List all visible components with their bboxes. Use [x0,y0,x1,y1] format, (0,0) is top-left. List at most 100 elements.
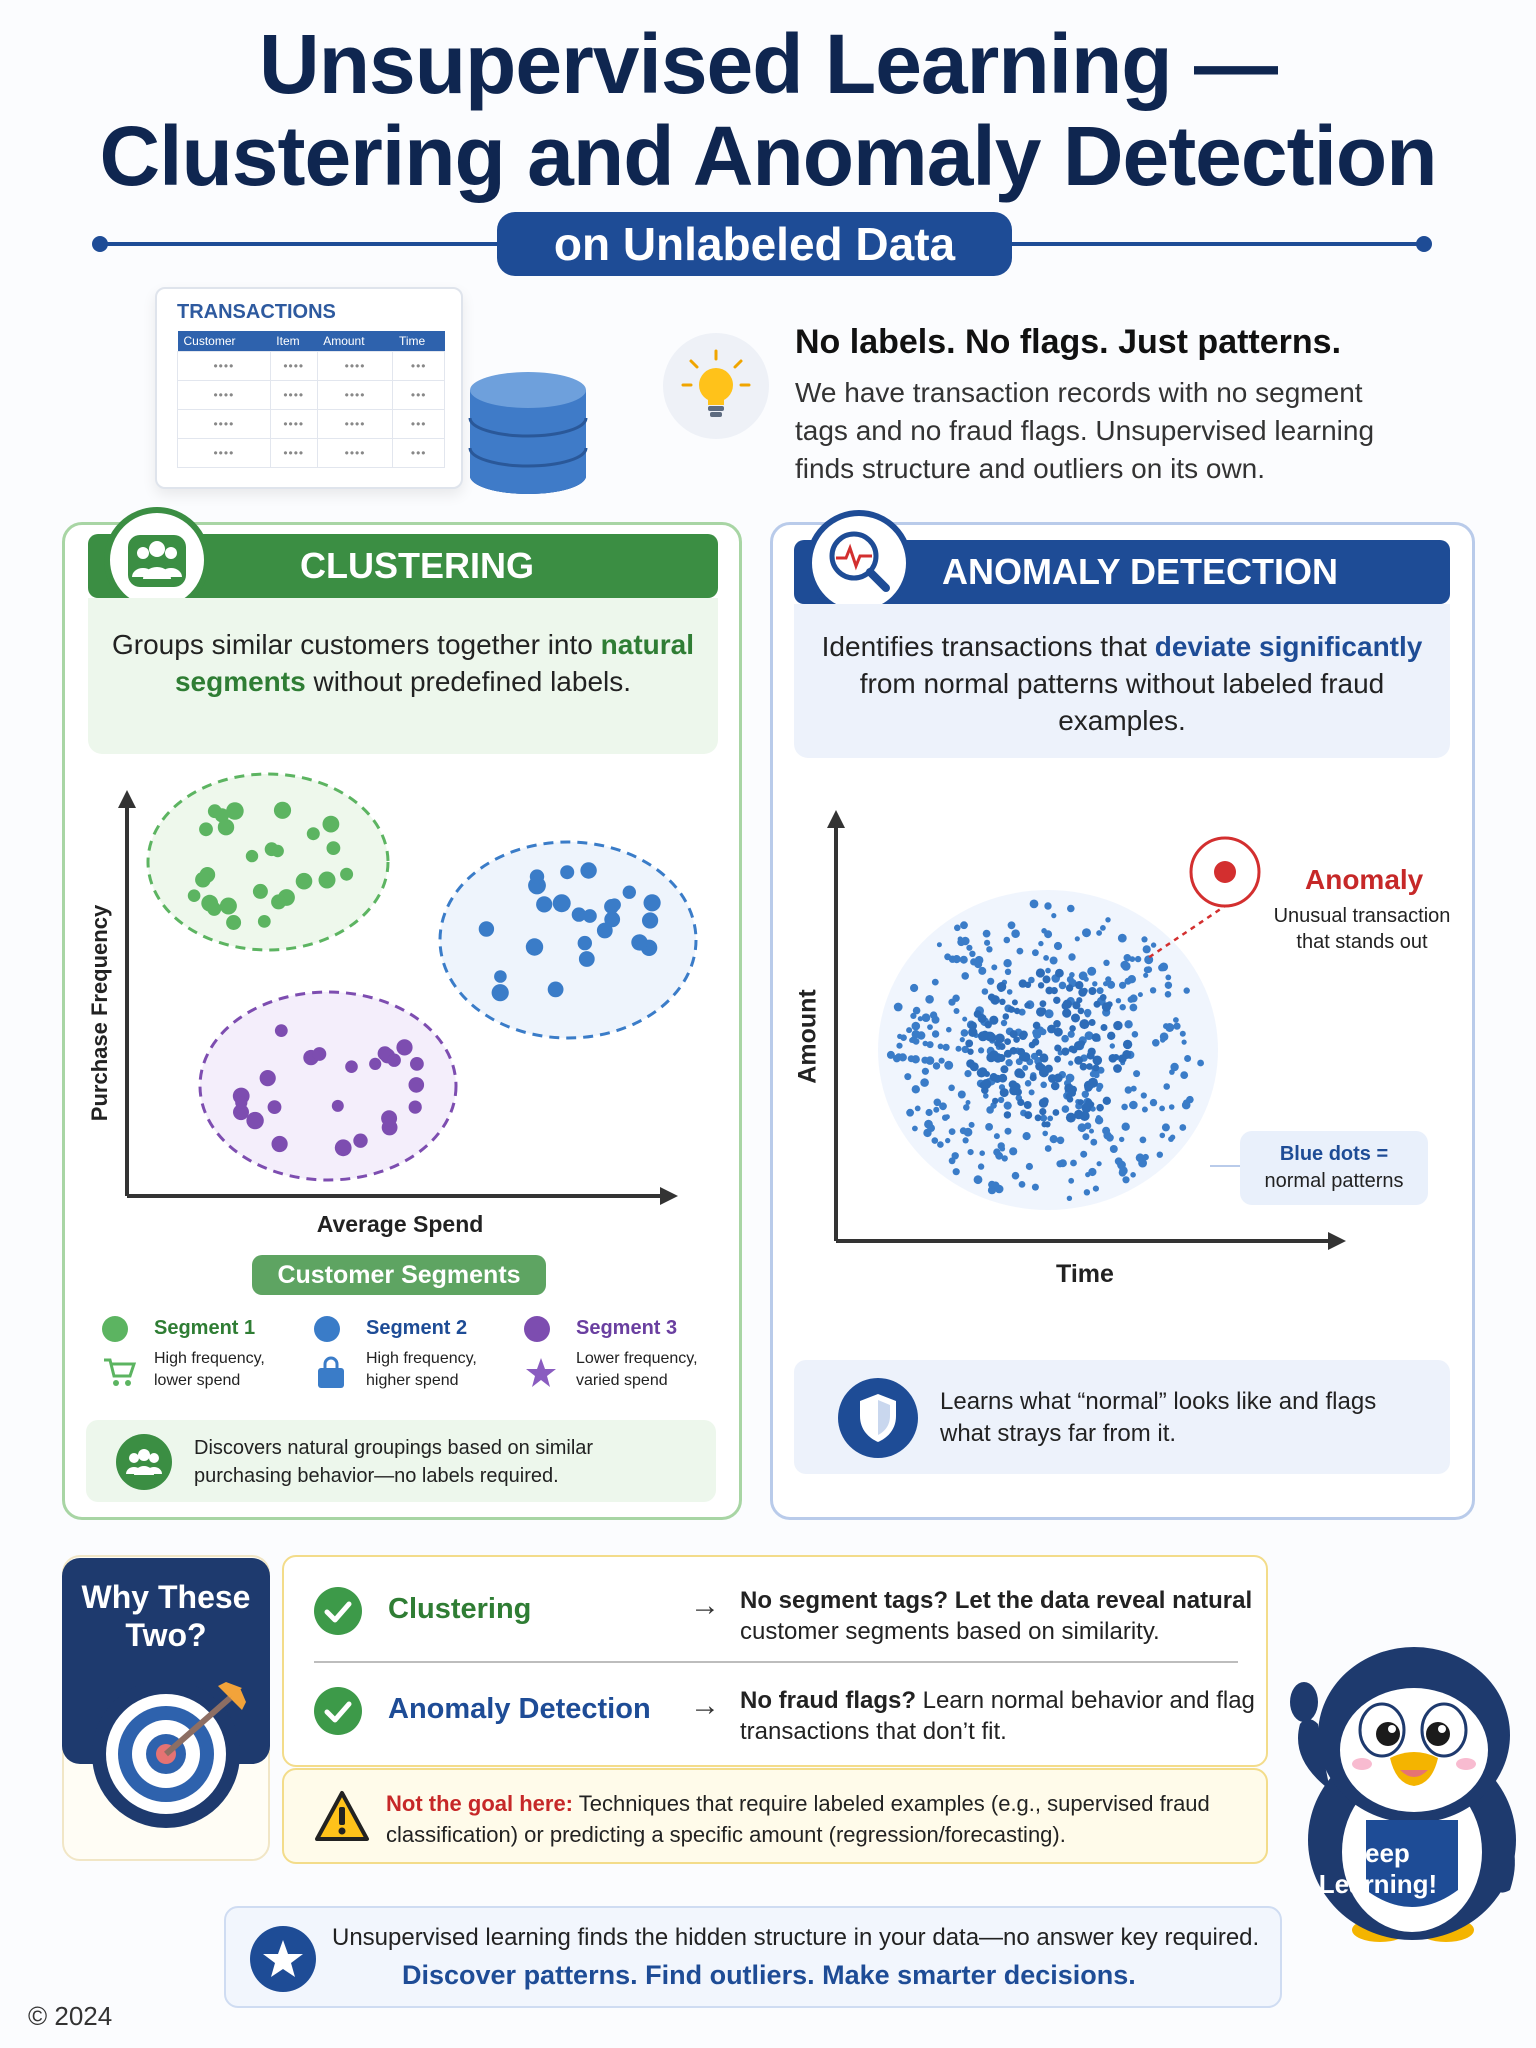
bag-icon [318,1356,344,1388]
table-header: Customer [177,331,271,351]
cart-icon [104,1358,136,1386]
y-axis-holder: Purchase Frequency [80,905,120,1121]
segment-name: Segment 3 [576,1317,678,1339]
comparison-text: No fraud flags? Learn normal behavior an… [740,1685,1280,1747]
subtitle-pill: on Unlabeled Data [497,212,1012,276]
table-cell: ••• [392,350,445,381]
table-row: •••• •••• •••• ••• [177,408,445,439]
table-cell: •••• [269,350,318,381]
transactions-table: Customer Item Amount Time •••• •••• ••••… [177,331,445,468]
target-icon [92,1680,246,1828]
table-cell: •••• [177,350,271,381]
segment-desc: High frequency, higher spend [366,1348,477,1392]
segment-desc-line: lower spend [154,1372,241,1389]
table-cell: •••• [177,408,271,439]
legend-bold: Blue dots = [1279,1143,1389,1165]
desc-highlight: deviate significantly [1154,631,1423,662]
segment-desc-line: higher spend [366,1372,459,1389]
table-cell: •••• [316,350,394,381]
rule-dot-left [92,236,108,252]
y-axis-label: Purchase Frequency [87,904,112,1122]
desc-text: without predefined labels. [305,666,632,697]
desc-text: Groups similar customers together into [112,629,601,660]
comparison-label: Clustering [388,1593,532,1625]
arrow-icon: → [690,1689,720,1722]
star-badge [250,1926,316,1992]
segment-desc-line: varied spend [576,1372,668,1389]
anomaly-desc: Unusual transaction that stands out [1273,905,1451,953]
title-line-1: Unsupervised Learning — [259,17,1278,111]
x-axis-label: Time [1056,1260,1114,1288]
warning-icon [315,1791,369,1841]
comparison-row-clustering: Clustering → No segment tags? Let the da… [314,1579,1254,1645]
arrow-icon: → [690,1589,720,1622]
table-cell: •••• [177,379,271,410]
desc-text: Identifies transactions that [821,631,1155,662]
anomaly-label: Anomaly [1305,864,1424,895]
table-cell: ••• [392,408,445,439]
star-icon [263,1940,303,1977]
rule-dot-right [1416,236,1432,252]
intro-heading: No labels. No flags. Just patterns. [795,323,1342,361]
penguin-mascot [1290,1647,1516,1942]
anomaly-badge [806,510,912,616]
table-row: •••• •••• •••• ••• [177,350,445,381]
people-group-icon [128,535,186,587]
check-icon [314,1587,362,1635]
table-header: Amount [317,331,393,351]
footnote-text: Learns what “normal” looks like and flag… [940,1388,1377,1447]
star-icon [526,1358,556,1387]
transactions-table-card: TRANSACTIONS Customer Item Amount Time •… [155,287,463,489]
comparison-row-anomaly: Anomaly Detection → No fraud flags? Lear… [314,1679,1255,1745]
keep-learning-badge: Keep Learning! [1318,1838,1438,1899]
clustering-footnote: Discovers natural groupings based on sim… [86,1420,716,1502]
warning-text: Not the goal here: Techniques that requi… [386,1788,1256,1850]
warning-bold: Not the goal here: [386,1791,574,1816]
magnifier-pulse-icon [829,531,890,592]
database-icon [468,372,588,494]
copyright: © 2024 [28,2001,113,2031]
comparison-rest: Learn normal behavior and flag transacti… [740,1687,1255,1745]
comparison-bold: No segment tags? Let the data reveal nat… [740,1587,1253,1614]
comparison-text: No segment tags? Let the data reveal nat… [740,1585,1280,1647]
check-icon [314,1687,362,1735]
table-row: •••• •••• •••• ••• [177,437,445,468]
segment-desc-line: High frequency, [366,1350,477,1367]
bulb-badge [663,333,769,439]
page-title: Unsupervised Learning — Clustering and A… [0,18,1536,202]
anomaly-description: Identifies transactions that deviate sig… [794,604,1450,758]
lightbulb-icon [681,349,751,417]
warning-rest: Techniques that require labeled examples… [386,1791,1210,1847]
segment-desc: Lower frequency, varied spend [576,1348,698,1392]
x-axis-label: Average Spend [316,1211,484,1237]
y-axis-holder: Amount [788,989,828,1083]
desc-text: from normal patterns without labeled fra… [859,668,1385,736]
segment-name: Segment 2 [366,1317,468,1339]
table-cell: •••• [177,437,271,468]
segment-desc-line: Lower frequency, [576,1350,698,1367]
desc-highlight: natural segments [174,629,694,697]
table-header: Time [392,331,445,351]
comparison-bold: No fraud flags? [740,1687,917,1714]
table-cell: •••• [316,379,394,410]
shield-icon [838,1378,918,1458]
clustering-badge [104,507,210,613]
table-cell: •••• [269,379,318,410]
table-row: •••• •••• •••• ••• [177,379,445,410]
table-cell: •••• [316,437,394,468]
segment-dot [314,1316,340,1342]
bottom-banner: Unsupervised learning finds the hidden s… [224,1906,1282,2008]
comparison-label: Anomaly Detection [388,1693,651,1725]
clustering-description: Groups similar customers together into n… [88,598,718,754]
divider [314,1661,1238,1663]
people-group-icon [116,1434,172,1490]
transactions-title: TRANSACTIONS [177,301,336,323]
segments-title: Customer Segments [252,1255,546,1295]
comparison-card: Clustering → No segment tags? Let the da… [282,1555,1268,1767]
segment-dot [102,1316,128,1342]
y-axis-label: Amount [793,989,822,1084]
title-line-2: Clustering and Anomaly Detection [99,109,1437,203]
warning-card: Not the goal here: Techniques that requi… [282,1768,1268,1864]
anomaly-footnote: Learns what “normal” looks like and flag… [794,1360,1450,1474]
table-cell: •••• [269,408,318,439]
